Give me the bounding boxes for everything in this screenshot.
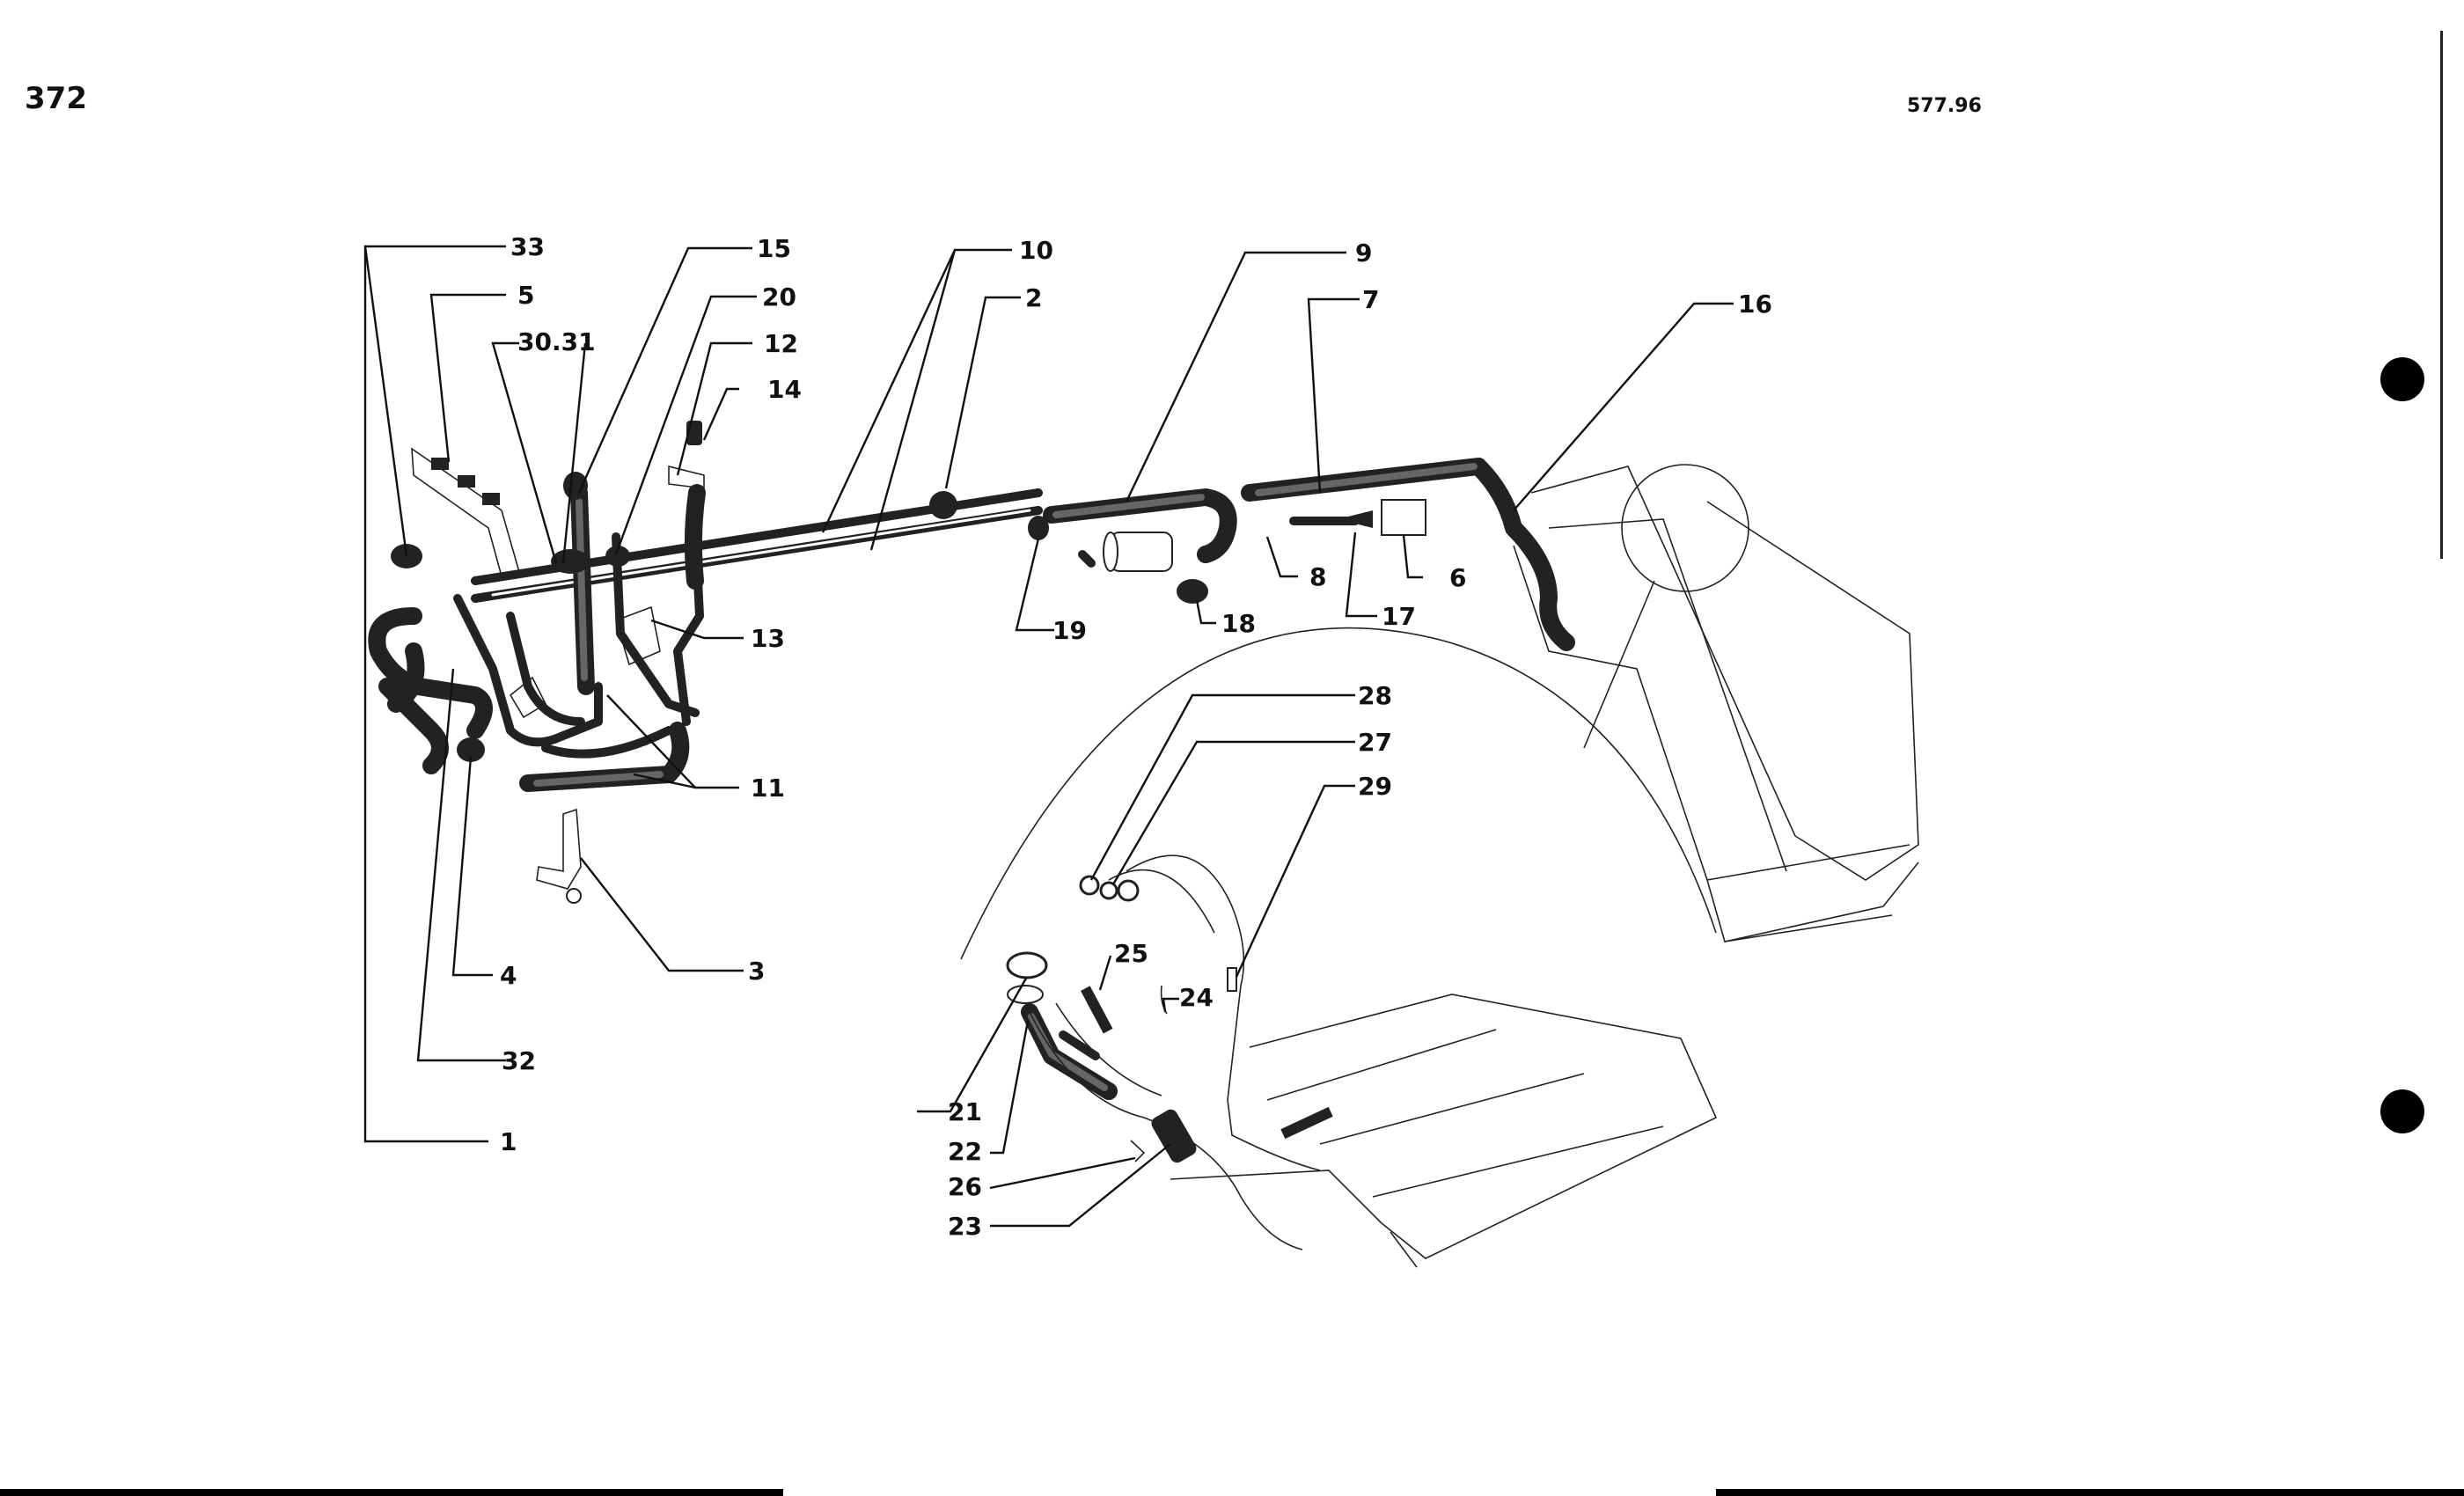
filter-6 [1381, 499, 1426, 536]
callout-26: 26 [948, 1172, 982, 1201]
callout-14: 14 [767, 375, 802, 404]
sleeve-18 [1177, 579, 1208, 604]
callout-29: 29 [1358, 772, 1392, 801]
callout-32: 32 [502, 1046, 536, 1075]
callout-30-31: 30.31 [517, 327, 596, 356]
clip-12 [668, 465, 705, 489]
callout-3: 3 [748, 957, 765, 986]
document-code: 577.96 [1907, 95, 1982, 117]
grommet-20 [551, 549, 590, 574]
sleeve-19 [1028, 516, 1049, 540]
callout-27: 27 [1358, 728, 1392, 757]
detail-circle [1621, 464, 1749, 592]
binder-hole-top [2380, 357, 2424, 401]
canister [1103, 532, 1173, 572]
binder-hole-bottom [2380, 1089, 2424, 1133]
callout-9: 9 [1355, 238, 1372, 268]
connector-17 [1338, 510, 1373, 528]
callout-16: 16 [1738, 290, 1772, 319]
clamp-13 [615, 605, 661, 666]
callout-28: 28 [1358, 681, 1392, 710]
callout-6: 6 [1449, 563, 1466, 592]
callout-12: 12 [764, 329, 798, 358]
callout-4: 4 [500, 961, 517, 990]
callout-19: 19 [1052, 616, 1087, 645]
callout-23: 23 [948, 1212, 982, 1241]
margin-rule [2440, 31, 2443, 559]
callout-8: 8 [1309, 562, 1326, 591]
detail-boundary-arc [960, 627, 1717, 960]
bracket-3 [536, 808, 582, 890]
callout-1: 1 [500, 1127, 517, 1156]
callout-2: 2 [1025, 283, 1042, 312]
pipe-25 [1081, 986, 1113, 1034]
callout-20: 20 [762, 282, 796, 312]
clip-24 [1160, 985, 1168, 1015]
hose-23 [1151, 1109, 1197, 1163]
callout-labels: 33 5 30.31 15 20 12 14 13 11 3 4 32 1 10… [500, 232, 1772, 1241]
main-hose-assembly [368, 458, 1575, 792]
callout-22: 22 [948, 1137, 982, 1166]
bottom-rule-left [0, 1489, 783, 1496]
filler-neck-assembly [1006, 550, 1333, 1250]
breather-pipe-29 [1126, 854, 1321, 1171]
small-components [391, 421, 1426, 904]
callout-17: 17 [1382, 602, 1416, 631]
leader-lines [363, 245, 1734, 1228]
callout-24: 24 [1179, 983, 1214, 1012]
fuel-tank [1249, 994, 1718, 1259]
page-number: 372 [25, 81, 87, 116]
callout-11: 11 [751, 774, 785, 803]
callout-15: 15 [757, 234, 791, 263]
callout-5: 5 [517, 281, 534, 310]
callout-18: 18 [1221, 609, 1256, 638]
callout-25: 25 [1114, 939, 1148, 968]
bottom-rule-right [1716, 1489, 2464, 1496]
grommet-15 [563, 472, 588, 500]
grommet-2 [929, 491, 957, 519]
clip-26 [1130, 1140, 1146, 1162]
bracket-5 [411, 447, 520, 577]
filler-cap [1006, 951, 1048, 979]
callout-21: 21 [948, 1097, 982, 1126]
callout-33: 33 [510, 232, 545, 261]
callout-13: 13 [751, 624, 785, 653]
callout-10: 10 [1019, 236, 1053, 265]
vehicle-body-outline [960, 464, 1919, 1268]
grommet-4 [457, 737, 485, 762]
callout-7: 7 [1362, 285, 1379, 314]
